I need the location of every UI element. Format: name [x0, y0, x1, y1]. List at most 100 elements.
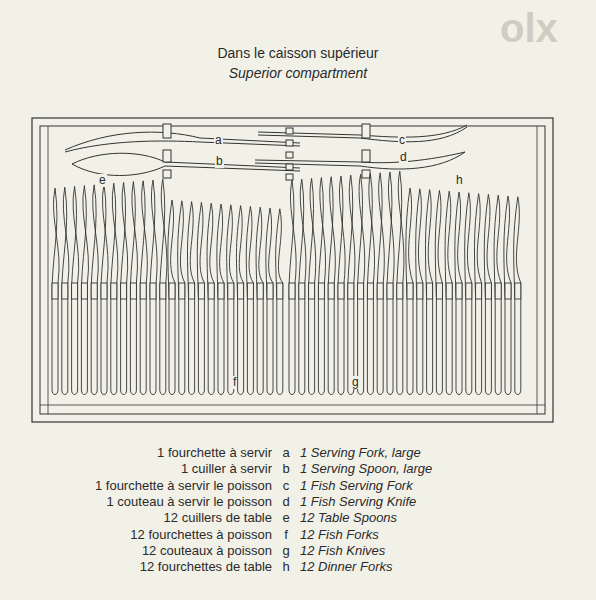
legend-letter: b [280, 462, 292, 476]
cutlery-piece [406, 188, 413, 395]
slot [91, 283, 97, 299]
cutlery-piece [178, 201, 185, 395]
slot [179, 283, 185, 299]
slot [348, 283, 354, 299]
cutlery-piece [62, 187, 69, 394]
slot [299, 283, 305, 299]
cutlery-piece [130, 182, 137, 395]
cutlery-piece [416, 189, 423, 395]
callout-letter: b [215, 155, 224, 168]
slot [318, 283, 324, 299]
holder-blocks [163, 124, 370, 180]
cutlery-piece [328, 177, 335, 395]
slot [289, 283, 295, 299]
cutlery-piece [266, 208, 273, 395]
cutlery-piece [299, 179, 306, 394]
slot [72, 283, 78, 299]
cutlery-piece [197, 202, 204, 394]
callout-letter: f [232, 376, 237, 389]
cutlery-piece [150, 180, 157, 395]
slot [446, 283, 452, 299]
legend-french: 1 cuiller à servir [181, 462, 272, 476]
cutlery-piece [236, 206, 243, 395]
legend-letter: e [280, 511, 292, 525]
callout-letter: d [399, 151, 408, 164]
slot [62, 283, 68, 299]
legend-letter: f [280, 528, 292, 542]
drawer-outer [32, 118, 553, 422]
legend-french: 12 fourchettes à poisson [130, 528, 272, 542]
slot [81, 283, 87, 299]
cutlery-piece [397, 171, 404, 394]
slot [358, 283, 364, 299]
slot [257, 283, 263, 299]
cutlery-piece [187, 202, 194, 395]
slot [427, 283, 433, 299]
cutlery-piece [348, 175, 355, 394]
slot [377, 283, 383, 299]
cutlery-piece [111, 183, 118, 394]
cutlery-piece [121, 182, 128, 394]
cutlery-piece [52, 188, 59, 395]
cutlery-piece [484, 194, 491, 394]
cutlery-piece [445, 191, 452, 394]
legend-french: 1 couteau à servir le poisson [107, 495, 272, 509]
cutlery-piece [358, 174, 365, 394]
slot [150, 283, 156, 299]
legend-letter: a [280, 446, 292, 460]
slot [208, 283, 214, 299]
slot [485, 283, 491, 299]
fish-serving-knife [255, 152, 465, 163]
drawer-inner [40, 126, 545, 414]
slot [267, 283, 273, 299]
legend-english: 1 Serving Fork, large [300, 446, 421, 460]
slot [328, 283, 334, 299]
legend-english: 12 Table Spoons [300, 511, 397, 525]
cutlery-piece [168, 200, 175, 395]
slot [476, 283, 482, 299]
cutlery-piece [276, 209, 283, 395]
cutlery-rows [52, 171, 521, 394]
slot [515, 283, 521, 299]
slot [247, 283, 253, 299]
cutlery-piece [256, 207, 263, 394]
legend-english: 12 Fish Forks [300, 528, 379, 542]
slot [436, 283, 442, 299]
cutlery-piece [425, 190, 432, 395]
legend-english: 1 Fish Serving Fork [300, 479, 413, 493]
cutlery-piece [81, 186, 88, 395]
slot [140, 283, 146, 299]
cutlery-piece [377, 173, 384, 395]
cutlery-piece [140, 181, 147, 395]
slot [456, 283, 462, 299]
legend-letter: g [280, 544, 292, 558]
callout-letter: a [214, 134, 223, 147]
legend-english: 1 Fish Serving Knife [300, 495, 416, 509]
cutlery-piece [474, 194, 481, 395]
slot [238, 283, 244, 299]
cutlery-piece [101, 184, 108, 395]
cutlery-piece [338, 176, 345, 395]
slot [367, 283, 373, 299]
cutlery-piece [309, 178, 316, 394]
callout-letter: g [351, 376, 360, 389]
callout-letter: e [98, 174, 107, 187]
legend-french: 1 fourchette à servir le poisson [95, 479, 272, 493]
slot [495, 283, 501, 299]
cutlery-piece [455, 192, 462, 395]
cutlery-piece [465, 193, 472, 395]
slot [130, 283, 136, 299]
slot [198, 283, 204, 299]
cutlery-piece [504, 196, 511, 395]
cutlery-piece [289, 180, 296, 395]
cutlery-piece [227, 205, 234, 395]
legend-french: 12 fourchettes de table [140, 560, 272, 574]
legend-french: 12 cuillers de table [164, 511, 272, 525]
subheading: Superior compartment [0, 66, 596, 81]
slot [189, 283, 195, 299]
cutlery-piece [318, 178, 325, 395]
slot [387, 283, 393, 299]
legend-letter: c [280, 479, 292, 493]
legend-letter: h [280, 560, 292, 574]
